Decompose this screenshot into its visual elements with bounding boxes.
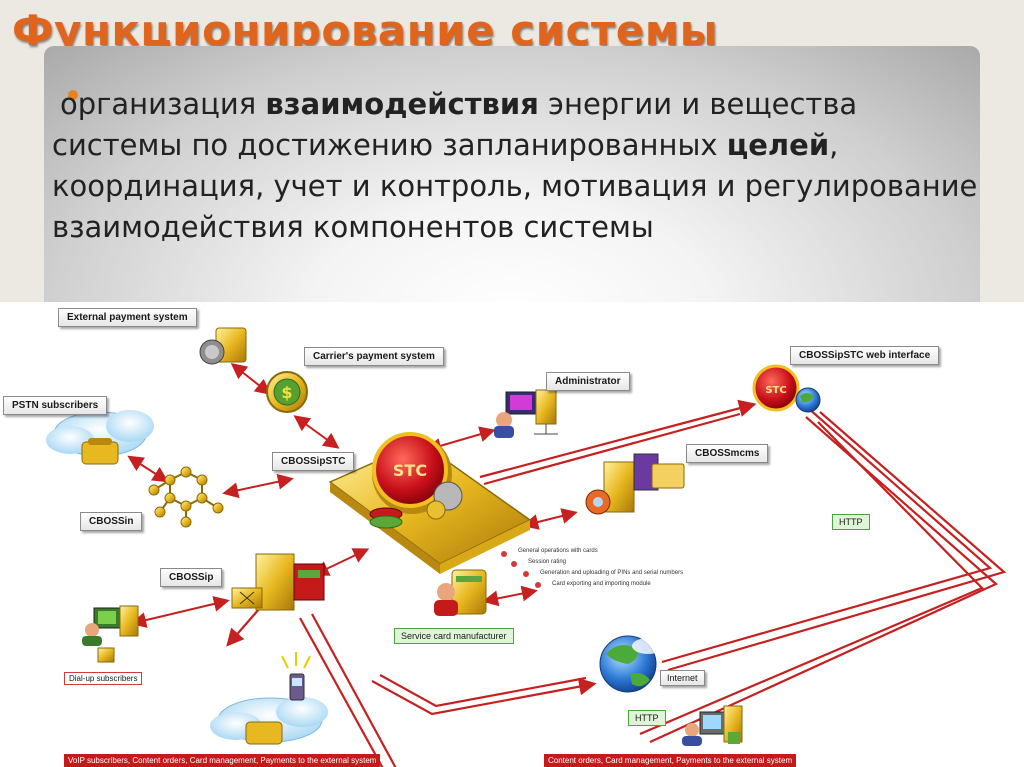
- web-stc-text: STC: [765, 385, 786, 396]
- arrow-carrier-stc: [293, 415, 340, 449]
- definition-text: организация взаимодействия энергии и вещ…: [52, 84, 980, 248]
- label-service-card: Service card manufacturer: [394, 628, 514, 644]
- label-cbossipstc: CBOSSipSTC: [272, 452, 355, 471]
- pstn-cloud: [46, 410, 154, 465]
- text-bold-2: целей: [726, 128, 830, 162]
- arrow-stc-web: [479, 399, 757, 479]
- module-item: Card exporting and importing module: [552, 581, 651, 587]
- label-http-top: HTTP: [832, 514, 870, 530]
- diagram-graphics: $ STC STC: [46, 327, 1007, 767]
- text-part-2: энергии и вещества системы по достижению…: [52, 87, 858, 162]
- web-user-computer-icon: [682, 705, 743, 746]
- label-internet: Internet: [660, 670, 705, 686]
- service-card-icon: [434, 551, 541, 616]
- label-pstn: PSTN subscribers: [3, 396, 108, 415]
- svg-text:$: $: [281, 383, 292, 402]
- arrow-stc-mcms: [522, 508, 578, 530]
- loop-left-b: [311, 613, 397, 767]
- arrow-ext-carrier: [230, 363, 272, 395]
- label-content-bar: Content orders, Card management, Payment…: [544, 754, 797, 767]
- label-external-payment: External payment system: [58, 308, 197, 327]
- label-dialup: Dial-up subscribers: [64, 672, 143, 685]
- module-item: Session rating: [528, 559, 567, 565]
- arrow-in-stc: [222, 473, 294, 499]
- loop-left-a: [299, 617, 384, 767]
- label-voip-bar: VoIP subscribers, Content orders, Card m…: [64, 754, 381, 767]
- bullet-marker: [68, 90, 78, 100]
- cbossin-network-icon: [148, 466, 224, 528]
- internet-globe-icon: [599, 635, 664, 693]
- text-part-1: организация: [60, 87, 266, 121]
- module-item: Generation and uploading of PINs and ser…: [540, 570, 684, 576]
- arrow-ip-stc: [312, 548, 370, 576]
- label-cbossip: CBOSSip: [160, 568, 223, 587]
- arrow-to-internet: [371, 677, 597, 716]
- voip-cloud: [210, 652, 328, 745]
- dialup-icon: [82, 605, 139, 663]
- central-stc-text: STC: [393, 461, 427, 480]
- arrow-admin-stc: [425, 426, 496, 454]
- external-payment-icon: [199, 327, 247, 365]
- cbossmcms-icon: [585, 453, 685, 515]
- text-part-3: , координация, учет и контроль, мотиваци…: [52, 128, 978, 244]
- module-list: General operations with cards Session ra…: [506, 546, 683, 590]
- carrier-payment-icon: $: [266, 371, 308, 413]
- arrow-service-stc: [482, 585, 538, 607]
- central-stc-icon: STC: [328, 432, 532, 574]
- label-cbossmcms: CBOSSmcms: [686, 444, 769, 463]
- text-panel: организация взаимодействия энергии и вещ…: [44, 46, 980, 302]
- arrow-dialup-ip: [130, 596, 230, 628]
- module-item: General operations with cards: [518, 548, 598, 554]
- text-bold-1: взаимодействия: [265, 87, 539, 121]
- label-web-interface: CBOSSipSTC web interface: [790, 346, 940, 365]
- cbossip-icon: [231, 553, 325, 611]
- label-administrator: Administrator: [546, 372, 630, 391]
- web-interface-icon: STC: [752, 364, 821, 413]
- loop-right-a: [639, 421, 984, 736]
- label-http-bottom: HTTP: [628, 710, 666, 726]
- arrow-pstn-in: [127, 455, 169, 483]
- label-cbossin: CBOSSin: [80, 512, 143, 531]
- administrator-icon: [494, 389, 558, 438]
- label-carrier-payment: Carrier's payment system: [304, 347, 444, 366]
- system-diagram: $ STC STC: [0, 302, 1024, 767]
